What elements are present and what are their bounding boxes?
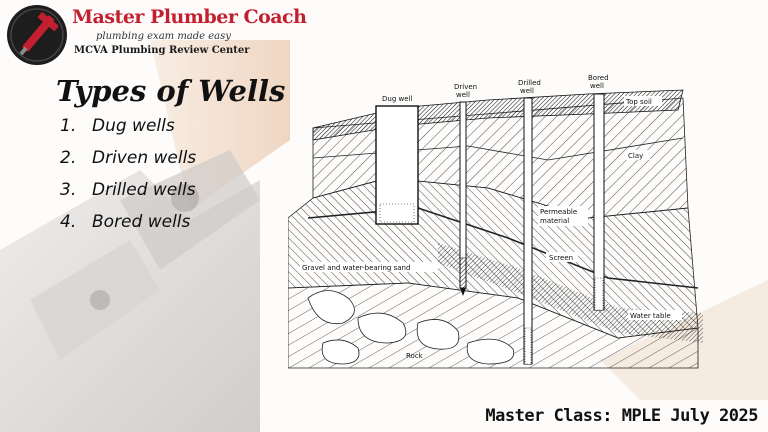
label-permeable: Permeable [540,208,577,216]
label-top-soil: Top soil [625,98,652,106]
well-types-list: 1.Dug wells 2.Driven wells 3.Drilled wel… [60,116,196,244]
list-item-label: Dug wells [92,116,175,136]
bored-well-pipe [593,93,605,311]
list-item: 3.Drilled wells [60,180,196,200]
wells-diagram: Dug well Driven well Drilled well Bored … [288,74,703,369]
svg-text:well: well [520,87,534,95]
brand-name: Master Plumber Coach [72,6,307,28]
list-item: 2.Driven wells [60,148,197,168]
label-rock: Rock [406,352,424,360]
brand-tagline: plumbing exam made easy [96,31,231,42]
brand-logo [7,5,67,65]
svg-text:material: material [540,217,569,225]
label-clay: Clay [628,152,643,160]
svg-text:well: well [456,91,470,99]
list-item-label: Drilled wells [92,180,196,200]
label-bored-well: Bored [588,74,609,82]
slide-title: Types of Wells [56,74,286,108]
list-item: 1.Dug wells [60,116,175,136]
label-driven-well: Driven [454,83,477,91]
svg-text:well: well [590,82,604,90]
brand-center: MCVA Plumbing Review Center [74,45,250,56]
label-drilled-well: Drilled [518,79,541,87]
footer-caption: Master Class: MPLE July 2025 [485,406,758,426]
wrench-icon [19,12,59,56]
label-dug-well: Dug well [382,95,412,103]
label-gravel: Gravel and water-bearing sand [302,264,410,272]
label-water-table: Water table [630,312,671,320]
drilled-well-pipe [523,97,533,365]
label-screen: Screen [549,254,573,262]
list-item-label: Driven wells [92,148,197,168]
list-item: 4.Bored wells [60,212,191,232]
list-item-label: Bored wells [92,212,191,232]
